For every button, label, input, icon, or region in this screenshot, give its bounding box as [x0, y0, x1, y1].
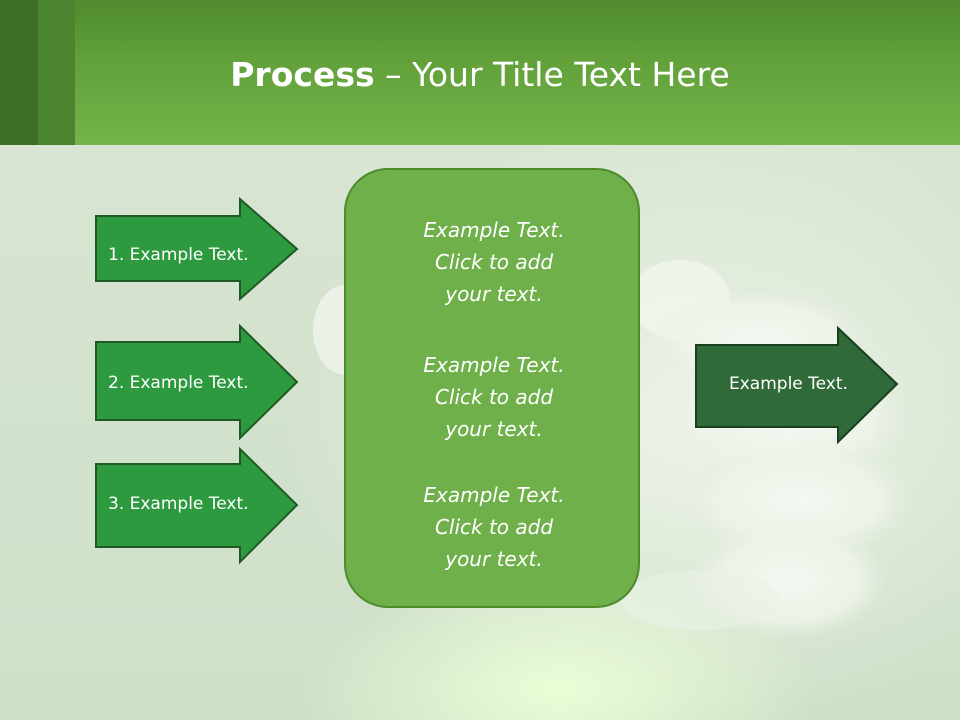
- block-line: Example Text.: [423, 483, 565, 507]
- input-arrow-3[interactable]: [94, 447, 300, 565]
- input-label-2: 2. Example Text.: [108, 373, 249, 393]
- input-label-3: 3. Example Text.: [108, 494, 249, 514]
- input-label-1: 1. Example Text.: [108, 245, 249, 265]
- block-line: Click to add: [434, 385, 554, 409]
- block-line: Example Text.: [423, 353, 565, 377]
- block-line: Click to add: [434, 515, 554, 539]
- process-text-block-3[interactable]: Example Text. Click to add your text.: [346, 479, 642, 575]
- slide-title[interactable]: Process – Your Title Text Here: [0, 52, 960, 98]
- title-rest-part: – Your Title Text Here: [374, 55, 730, 94]
- header-accent-stripe: [38, 0, 75, 145]
- block-line: Example Text.: [423, 218, 565, 242]
- process-text-block-1[interactable]: Example Text. Click to add your text.: [346, 214, 642, 310]
- input-arrow-1[interactable]: [94, 197, 300, 301]
- block-line: your text.: [445, 417, 543, 441]
- output-label: Example Text.: [729, 374, 848, 394]
- input-arrow-2[interactable]: [94, 324, 300, 440]
- output-arrow[interactable]: [694, 326, 900, 446]
- title-bold-part: Process: [230, 55, 375, 94]
- process-box[interactable]: Example Text. Click to add your text. Ex…: [344, 168, 640, 608]
- block-line: Click to add: [434, 250, 554, 274]
- title-bar: [0, 0, 960, 145]
- process-text-block-2[interactable]: Example Text. Click to add your text.: [346, 349, 642, 445]
- block-line: your text.: [445, 547, 543, 571]
- header-accent-stripe: [0, 0, 38, 145]
- block-line: your text.: [445, 282, 543, 306]
